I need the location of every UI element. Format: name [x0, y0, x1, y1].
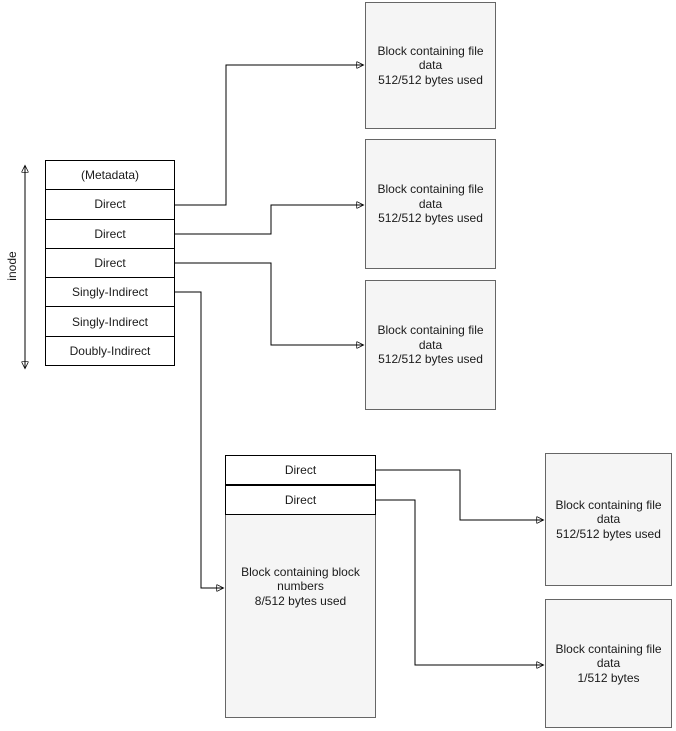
file-data-block-4: Block containing file data 512/512 bytes…: [545, 453, 672, 586]
inode-row-label: Singly-Indirect: [71, 285, 149, 300]
indirect-block-row-direct-2: Direct: [225, 485, 376, 515]
inode-row-label: Direct: [94, 226, 126, 241]
connector-direct2-to-file-block-2: [174, 205, 363, 235]
inode-row-direct-3: Direct: [46, 249, 174, 279]
inode-row-metadata: (Metadata): [46, 161, 174, 191]
indirect-row-label: Direct: [284, 463, 317, 477]
block-text: Block containing file data 512/512 bytes…: [555, 497, 662, 541]
connector-indirect-direct1-to-file-block-4: [376, 469, 543, 520]
indirect-block: Direct Direct Block containing block num…: [225, 455, 376, 718]
inode-row-label: Singly-Indirect: [71, 314, 149, 329]
inode-row-label: Doubly-Indirect: [69, 343, 151, 358]
inode-label: inode: [5, 251, 19, 281]
inode-row-singly-indirect-1: Singly-Indirect: [46, 278, 174, 308]
inode-row-label: (Metadata): [80, 168, 140, 183]
inode-row-direct-1: Direct: [46, 190, 174, 220]
connector-direct1-to-file-block-1: [174, 65, 363, 206]
connector-indirect-direct2-to-file-block-5: [376, 499, 543, 665]
block-text: Block containing file data 512/512 bytes…: [377, 182, 484, 226]
inode-row-doubly-indirect: Doubly-Indirect: [46, 337, 174, 365]
inode-table: (Metadata) Direct Direct Direct Singly-I…: [45, 160, 175, 366]
indirect-block-row-direct-1: Direct: [225, 455, 376, 485]
block-text: Block containing file data 1/512 bytes: [555, 641, 662, 685]
inode-row-direct-2: Direct: [46, 220, 174, 249]
inode-row-singly-indirect-2: Singly-Indirect: [46, 307, 174, 337]
block-text: Block containing file data 512/512 bytes…: [377, 323, 484, 367]
file-data-block-5: Block containing file data 1/512 bytes: [545, 599, 672, 728]
file-data-block-3: Block containing file data 512/512 bytes…: [365, 280, 496, 410]
connector-singly-indirect-to-indirect-block: [174, 291, 223, 588]
inode-row-label: Direct: [94, 255, 126, 270]
indirect-row-label: Direct: [284, 493, 317, 507]
connector-direct3-to-file-block-3: [174, 262, 363, 345]
block-text: Block containing file data 512/512 bytes…: [377, 43, 484, 87]
file-data-block-2: Block containing file data 512/512 bytes…: [365, 139, 496, 269]
block-text: Block containing block numbers 8/512 byt…: [241, 564, 360, 608]
file-data-block-1: Block containing file data 512/512 bytes…: [365, 2, 496, 129]
inode-row-label: Direct: [94, 197, 126, 212]
